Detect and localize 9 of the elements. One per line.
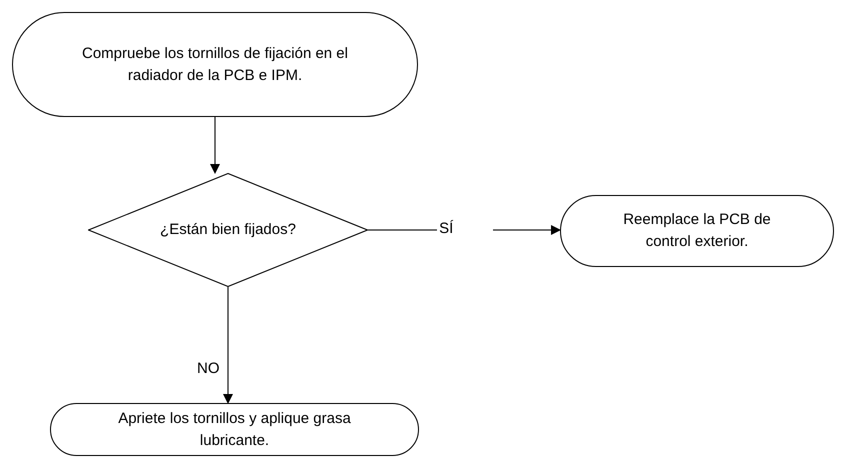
decision-diamond [88, 173, 368, 287]
node-text: ¿Están bien fijados? [160, 220, 296, 240]
process-terminal [50, 403, 419, 456]
node-text: Compruebe los tornillos de fijación en el radiador de la PCB e IPM. [81, 44, 349, 86]
arrow [223, 286, 233, 404]
node-text: Apriete los tornillos y aplique grasa lubricante. [117, 408, 352, 450]
node-text: Reemplace la PCB de control exterior. [622, 210, 772, 252]
edge-label: NO [197, 360, 220, 378]
arrow [210, 116, 220, 174]
